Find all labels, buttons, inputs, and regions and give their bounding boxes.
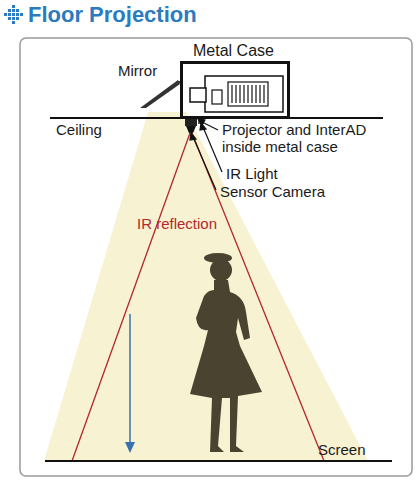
projector [190, 76, 283, 112]
ir-light-label: IR Light [226, 165, 278, 182]
sensor-camera-label: Sensor Camera [220, 183, 325, 200]
direction-arrow [129, 314, 131, 444]
screen-line [45, 460, 392, 462]
ceiling-label: Ceiling [56, 121, 102, 138]
metal-case: Metal Case [180, 61, 290, 119]
light-beam [44, 112, 368, 461]
mirror [140, 80, 180, 108]
title: Floor Projection [28, 2, 197, 28]
frame [20, 38, 412, 476]
ir-reflection-label: IR reflection [137, 215, 217, 232]
screen-label: Screen [318, 441, 366, 458]
case-label: Metal Case [193, 42, 274, 60]
mirror-label: Mirror [118, 62, 157, 79]
ir-ray [72, 133, 190, 461]
projector-label: Projector and InterAD inside metal case [222, 121, 402, 155]
arrow-head [125, 442, 135, 453]
title-icon [4, 5, 23, 24]
leader-lines [190, 119, 222, 190]
person-silhouette [190, 253, 262, 452]
